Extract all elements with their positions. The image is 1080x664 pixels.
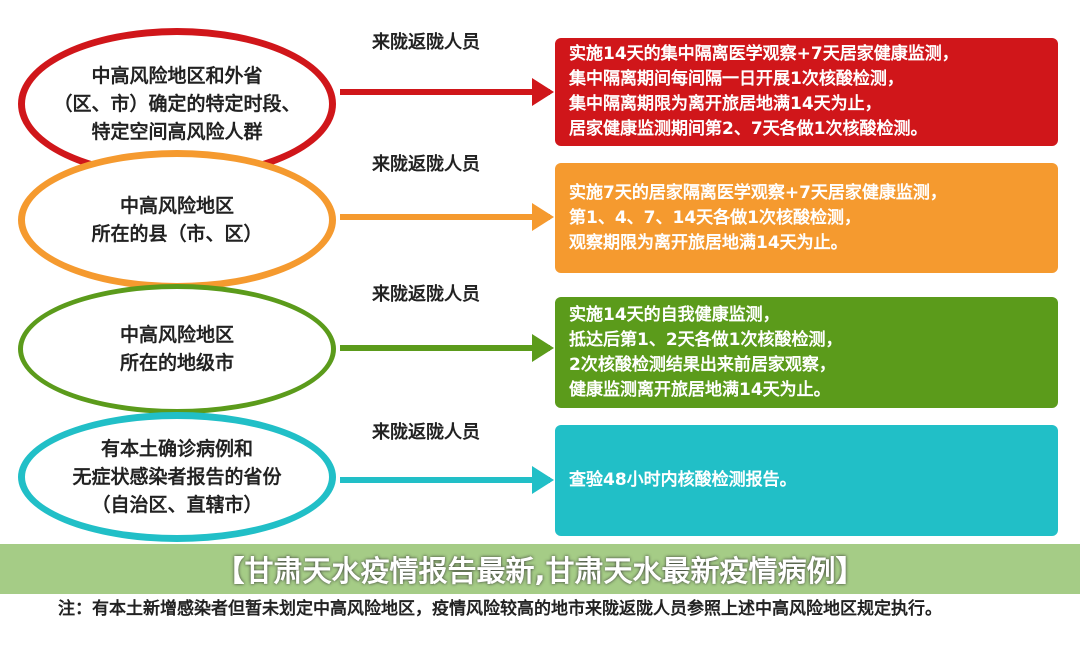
measure-line: 观察期限为离开旅居地满14天为止。 <box>569 232 848 253</box>
measure-line: 抵达后第1、2天各做1次核酸检测， <box>569 329 843 350</box>
arrow-icon <box>340 334 554 362</box>
group-circle: 中高风险地区 所在的地级市 <box>18 284 336 414</box>
measure-line: 第1、4、7、14天各做1次核酸检测， <box>569 207 861 228</box>
row-label: 来陇返陇人员 <box>372 154 480 175</box>
measure-box: 查验48小时内核酸检测报告。 <box>555 425 1058 536</box>
measure-line: 查验48小时内核酸检测报告。 <box>569 470 797 490</box>
measure-line: 实施14天的集中隔离医学观察+7天居家健康监测， <box>569 44 959 64</box>
group-circle: 中高风险地区 所在的县（市、区） <box>18 150 336 290</box>
measure-line: 居家健康监测期间第2、7天各做1次核酸检测。 <box>569 119 928 139</box>
row-label: 来陇返陇人员 <box>372 422 480 443</box>
row-label: 来陇返陇人员 <box>372 32 480 53</box>
row-label: 来陇返陇人员 <box>372 284 480 305</box>
measure-box: 实施14天的自我健康监测， 抵达后第1、2天各做1次核酸检测， 2次核酸检测结果… <box>555 297 1058 408</box>
measure-line: 集中隔离期间每间隔一日开展1次核酸检测， <box>569 69 904 89</box>
title-banner: 【甘肃天水疫情报告最新,甘肃天水最新疫情病例】 <box>0 544 1080 594</box>
measure-line: 集中隔离期限为离开旅居地满14天为止， <box>569 94 882 114</box>
measure-line: 2次核酸检测结果出来前居家观察， <box>569 354 836 375</box>
arrow-icon <box>340 78 554 106</box>
measure-line: 健康监测离开旅居地满14天为止。 <box>569 379 831 400</box>
measure-line: 实施14天的自我健康监测， <box>569 304 780 325</box>
measure-box: 实施14天的集中隔离医学观察+7天居家健康监测， 集中隔离期间每间隔一日开展1次… <box>555 38 1058 146</box>
footnote: 注：有本土新增感染者但暂未划定中高风险地区，疫情风险较高的地市来陇返陇人员参照上… <box>58 599 942 619</box>
arrow-icon <box>340 466 554 494</box>
measure-line: 实施7天的居家隔离医学观察+7天居家健康监测， <box>569 182 947 203</box>
measure-box: 实施7天的居家隔离医学观察+7天居家健康监测， 第1、4、7、14天各做1次核酸… <box>555 163 1058 273</box>
group-circle: 有本土确诊病例和 无症状感染者报告的省份 （自治区、直辖市） <box>18 412 336 542</box>
arrow-icon <box>340 203 554 231</box>
